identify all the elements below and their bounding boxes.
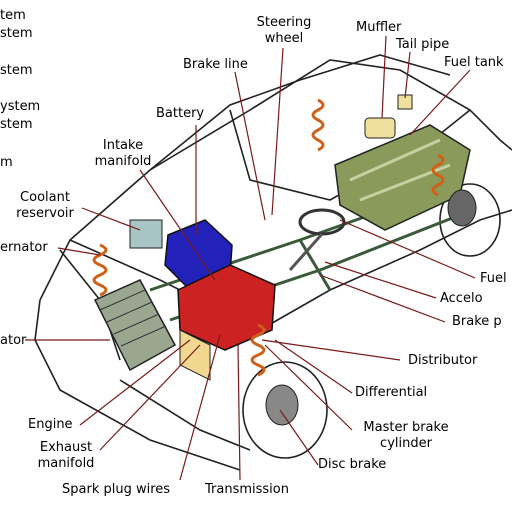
label-master-brake-cylinder-2: cylinder — [380, 436, 432, 451]
label-radiator: ator — [0, 333, 27, 348]
radiator — [93, 279, 177, 372]
label-left-cut-4: ystem — [0, 99, 41, 114]
label-exhaust-manifold-1: Exhaust — [39, 440, 93, 455]
label-muffler: Muffler — [356, 20, 402, 35]
label-brake-line: Brake line — [183, 57, 248, 72]
label-alternator: ernator — [0, 240, 48, 255]
label-accelerator: Accelo — [440, 291, 483, 306]
front-spring-right — [250, 323, 266, 377]
coolant-reservoir — [129, 219, 163, 249]
leader-lines — [25, 35, 476, 481]
label-coolant-reservoir-2: reservoir — [16, 206, 74, 221]
disc-brake — [265, 384, 299, 426]
rear-wheel-hub — [447, 189, 477, 227]
label-left-cut-6: m — [0, 155, 13, 170]
steering-wheel — [298, 208, 346, 236]
label-left-cut-2: stem — [0, 26, 33, 41]
label-battery: Battery — [156, 106, 205, 121]
label-coolant-reservoir-1: Coolant — [20, 190, 70, 205]
label-transmission: Transmission — [205, 482, 289, 497]
label-left-cut-3: stem — [0, 63, 33, 78]
label-intake-manifold-2: manifold — [94, 154, 152, 169]
muffler — [364, 117, 396, 139]
label-brake-pedal: Brake p — [452, 314, 502, 329]
label-master-brake-cylinder-1: Master brake — [363, 420, 449, 435]
label-exhaust-manifold-2: manifold — [37, 456, 95, 471]
label-distributor: Distributor — [408, 353, 478, 368]
front-spring-left — [92, 243, 108, 297]
label-differential: Differential — [355, 385, 428, 400]
label-left-cut-1: tem — [0, 8, 26, 23]
label-steering-wheel-2: wheel — [264, 31, 304, 46]
label-steering-wheel-1: Steering — [256, 15, 312, 30]
label-fuel-tank: Fuel tank — [444, 55, 504, 70]
label-left-cut-5: stem — [0, 117, 33, 132]
label-spark-plug-wires: Spark plug wires — [62, 482, 171, 497]
label-tail-pipe: Tail pipe — [396, 37, 450, 52]
label-intake-manifold-1: Intake — [102, 138, 144, 153]
fuel-tank — [334, 124, 471, 231]
label-engine: Engine — [28, 417, 73, 432]
label-disc-brake: Disc brake — [318, 457, 387, 472]
label-fuel-line: Fuel — [480, 271, 507, 286]
rear-springs — [311, 98, 445, 197]
